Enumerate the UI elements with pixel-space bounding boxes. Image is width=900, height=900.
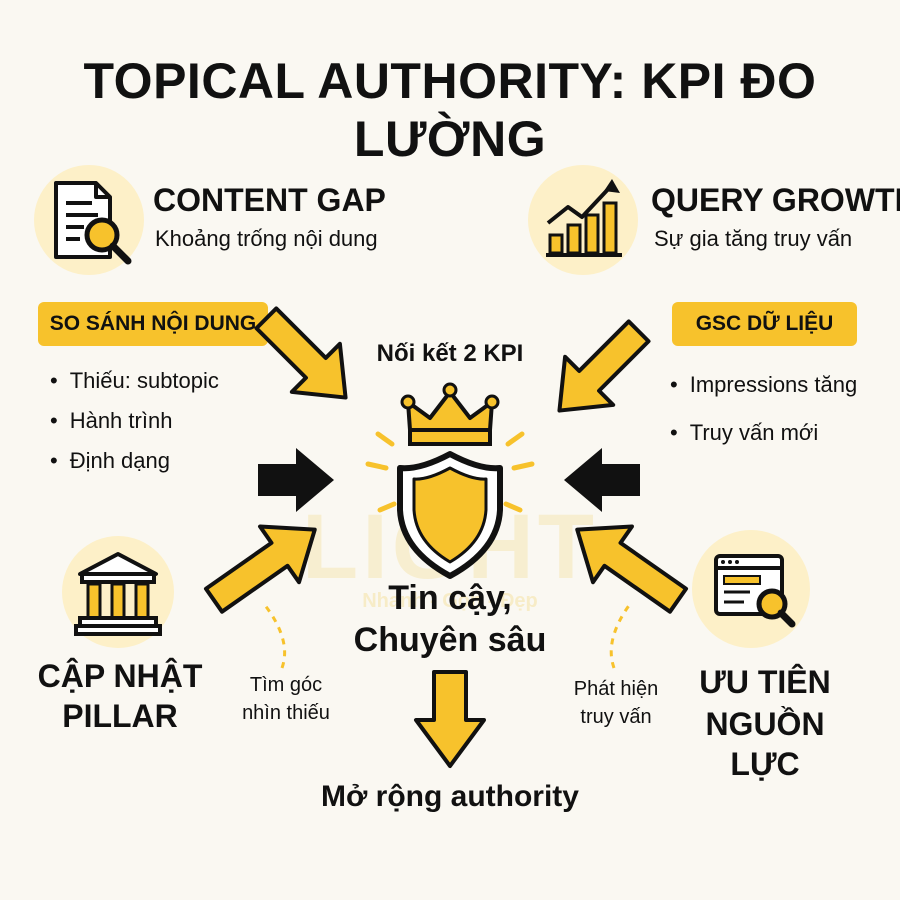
pillar-building-icon — [74, 552, 162, 636]
dashed-connector-right — [609, 603, 632, 669]
content-gap-title: CONTENT GAP — [153, 182, 386, 218]
query-growth-icon-circle — [528, 165, 638, 275]
gap-bullet-journey: Hành trình — [50, 408, 173, 434]
prioritize-resources-line-2: NGUỒN LỰC — [705, 706, 825, 782]
connect-kpi-label: Nối kết 2 KPI — [376, 340, 524, 367]
gap-bullet-subtopic: Thiếu: subtopic — [50, 368, 219, 394]
arrow-right-black — [564, 448, 640, 512]
find-missing-angle-line-2: nhìn thiếu — [242, 702, 330, 724]
crown-shield-icon — [365, 382, 535, 579]
gsc-bullet-impressions: Impressions tăng — [670, 372, 858, 398]
expand-authority-label: Mở rộng authority — [321, 780, 579, 813]
watermark-slogan: Nhanh - Gọn - Đẹp — [362, 590, 538, 612]
arrow-left-black — [258, 448, 334, 512]
arrow-bottom-right — [575, 524, 689, 614]
trust-expertise-line-2: Chuyên sâu — [353, 621, 547, 659]
arrow-top-left — [254, 306, 348, 400]
update-pillar-line-2: PILLAR — [62, 698, 178, 734]
arrow-bottom-left — [203, 524, 317, 614]
content-gap-subtitle: Khoảng trống nội dung — [155, 226, 378, 251]
browser-search-icon — [714, 554, 796, 628]
gsc-bullet-new-queries: Truy vấn mới — [670, 420, 819, 446]
detect-queries-line-2: truy vấn — [580, 706, 652, 728]
growth-chart-icon — [546, 179, 622, 257]
page-title: TOPICAL AUTHORITY: KPI ĐO LƯỜNG — [83, 53, 817, 167]
trust-expertise-line-1: Tin cậy, — [388, 579, 512, 617]
query-growth-title: QUERY GROWTH — [651, 182, 900, 218]
arrow-down — [414, 670, 486, 768]
document-search-icon — [54, 181, 132, 265]
content-gap-icon-circle — [34, 165, 144, 275]
find-missing-angle-line-1: Tìm góc — [249, 674, 323, 696]
pillar-icon-circle — [62, 536, 174, 648]
update-pillar-line-1: CẬP NHẬT — [37, 658, 203, 694]
gap-bullet-format: Định dạng — [50, 448, 170, 474]
browser-icon-circle — [692, 530, 810, 648]
dashed-connector-left — [262, 603, 287, 669]
gsc-data-badge: GSC DỮ LIỆU — [672, 302, 857, 346]
arrow-top-right — [557, 319, 651, 413]
prioritize-resources-line-1: ƯU TIÊN — [699, 664, 831, 700]
detect-queries-line-1: Phát hiện — [573, 678, 659, 700]
compare-content-badge: SO SÁNH NỘI DUNG — [38, 302, 268, 346]
query-growth-subtitle: Sự gia tăng truy vấn — [654, 226, 853, 251]
